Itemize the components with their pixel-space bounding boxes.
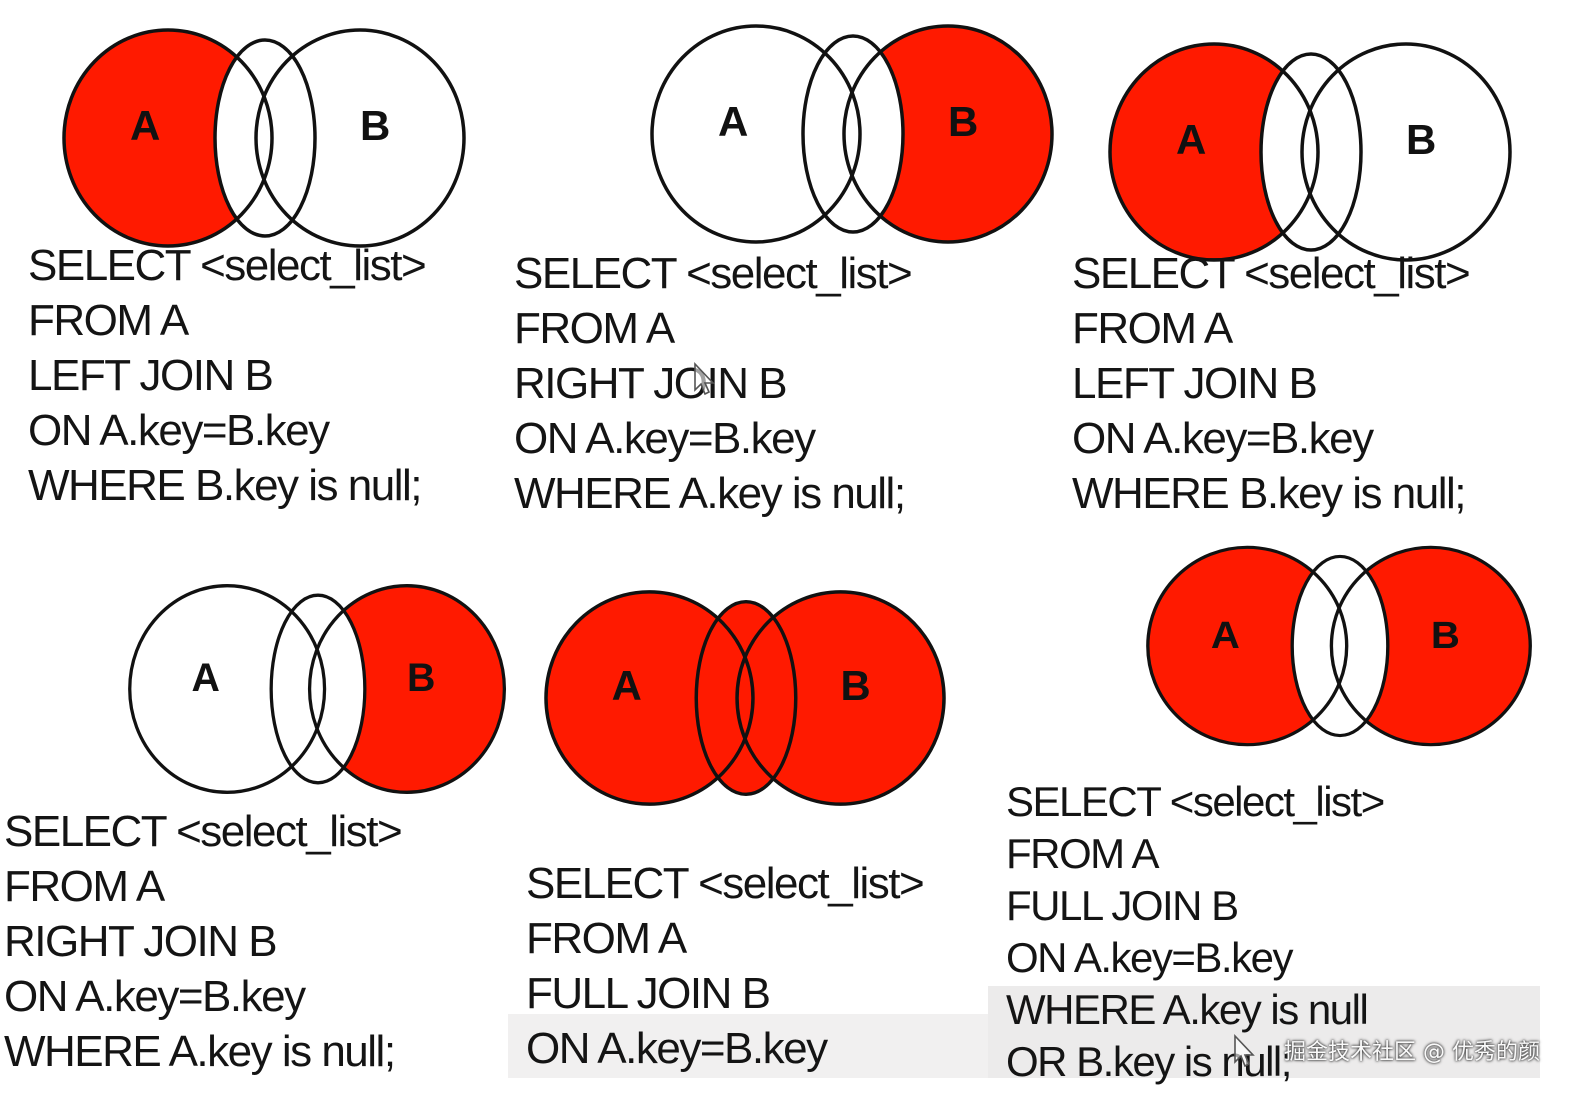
code-background-6 (988, 986, 1540, 1078)
watermark-text: 掘金技术社区 @ 优秀的颜 (1284, 1040, 1540, 1065)
code-background-5 (508, 1014, 988, 1078)
sql-line: ON A.key=B.key (28, 406, 330, 455)
mouse-pointer-icon (694, 362, 715, 396)
venn-label-b: B (948, 98, 978, 145)
sql-line: LEFT JOIN B (1072, 359, 1318, 408)
sql-block-2: SELECT <select_list> FROM A RIGHT JOIN B… (514, 246, 913, 521)
sql-line: ON A.key=B.key (1006, 934, 1293, 981)
venn-label-a: A (130, 102, 160, 149)
sql-block-3: SELECT <select_list> FROM A LEFT JOIN B … (1072, 246, 1471, 521)
set-a-region (545, 591, 753, 805)
set-b-outline (307, 583, 507, 795)
sql-line: FROM A (1006, 830, 1160, 877)
sql-line: WHERE A.key is null (1006, 986, 1369, 1033)
set-b-outline (842, 24, 1054, 244)
set-b-outline (1329, 545, 1532, 747)
sql-line: SELECT <select_list> (4, 807, 403, 856)
venn-label-b: B (407, 656, 435, 700)
sql-block-4: SELECT <select_list> FROM A RIGHT JOIN B… (4, 804, 403, 1079)
intersection-region (803, 36, 903, 232)
sql-line: FROM A (514, 304, 675, 353)
sql-line: FROM A (1072, 304, 1233, 353)
sql-line: FROM A (4, 862, 165, 911)
set-a-region (1110, 44, 1318, 260)
venn-label-a: A (192, 656, 220, 700)
sql-line: ON A.key=B.key (514, 414, 816, 463)
set-a-outline (544, 590, 755, 806)
sql-line: FROM A (28, 296, 189, 345)
intersection-region (215, 40, 315, 236)
venn-label-b: B (360, 102, 390, 149)
sql-line: ON A.key=B.key (4, 972, 306, 1021)
sql-line: SELECT <select_list> (28, 241, 427, 290)
sql-block-6: SELECT <select_list> FROM A FULL JOIN B … (1006, 776, 1385, 1088)
venn-label-a: A (1211, 614, 1240, 657)
sql-line: WHERE B.key is null; (1072, 469, 1466, 518)
venn-label-a: A (1176, 116, 1206, 163)
set-a-region (64, 30, 272, 246)
set-b-outline (254, 28, 466, 248)
sql-line: SELECT <select_list> (1006, 778, 1385, 825)
set-b-outline (735, 590, 946, 806)
sql-line: SELECT <select_list> (1072, 249, 1471, 298)
sql-block-1: SELECT <select_list> FROM A LEFT JOIN B … (28, 238, 427, 513)
set-b-outline (1300, 42, 1512, 262)
intersection-region (1292, 556, 1388, 736)
venn-label-b: B (841, 662, 871, 709)
intersection-region (271, 595, 365, 783)
set-a-outline (62, 28, 274, 248)
intersection-outline (1259, 52, 1363, 252)
sql-line: WHERE A.key is null; (514, 469, 906, 518)
intersection-outline (213, 38, 317, 238)
set-a-outline (650, 24, 862, 244)
sql-line: ON A.key=B.key (526, 1024, 828, 1073)
intersection-outline (1290, 554, 1390, 738)
sql-line: LEFT JOIN B (28, 351, 274, 400)
set-a-outline (1108, 42, 1320, 262)
venn-label-b: B (1431, 614, 1460, 657)
intersection-region (696, 601, 796, 795)
intersection-outline (801, 34, 905, 234)
sql-line: FULL JOIN B (1006, 882, 1239, 929)
sql-line: SELECT <select_list> (514, 249, 913, 298)
set-a-region (1147, 547, 1347, 745)
sql-line: RIGHT JOIN B (514, 359, 788, 408)
sql-line: WHERE A.key is null; (4, 1027, 396, 1076)
intersection-outline (694, 599, 798, 797)
sql-line: RIGHT JOIN B (4, 917, 278, 966)
mouse-pointer-icon (1234, 1034, 1255, 1068)
sql-line: ON A.key=B.key (1072, 414, 1374, 463)
set-a-outline (128, 583, 327, 795)
sql-line: FROM A (526, 914, 687, 963)
intersection-outline (269, 593, 367, 785)
intersection-region (1261, 54, 1361, 250)
venn-label-a: A (612, 662, 642, 709)
set-a-region (652, 26, 860, 242)
venn-label-b: B (1406, 116, 1436, 163)
sql-line: SELECT <select_list> (526, 859, 925, 908)
set-a-region (129, 585, 325, 793)
sql-line: FULL JOIN B (526, 969, 771, 1018)
sql-block-5: SELECT <select_list> FROM A FULL JOIN B … (526, 856, 925, 1076)
venn-label-a: A (718, 98, 748, 145)
set-a-outline (1146, 545, 1349, 747)
sql-line: WHERE B.key is null; (28, 461, 422, 510)
